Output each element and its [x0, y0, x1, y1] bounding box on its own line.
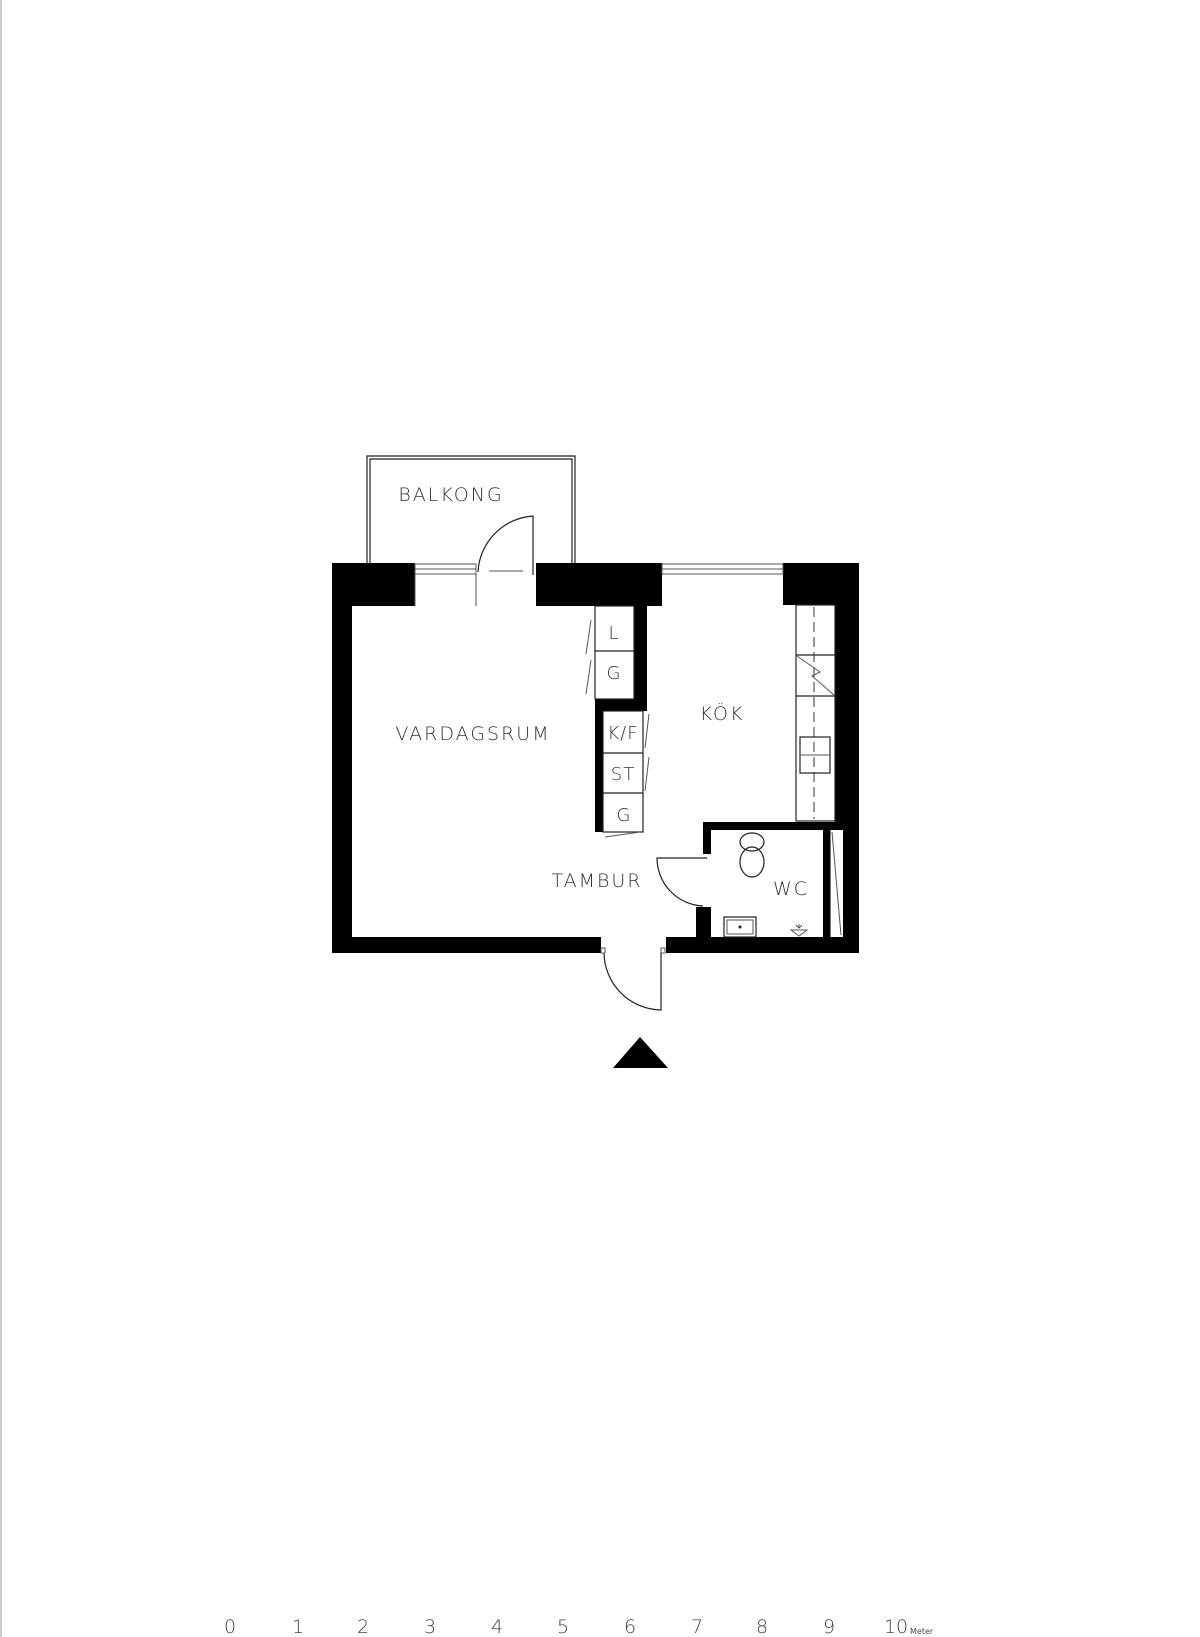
scale-tick: 9: [823, 1616, 835, 1637]
scale-tick: 2: [357, 1616, 369, 1637]
label-wc: WC: [773, 878, 809, 900]
toilet-bowl: [739, 846, 765, 878]
scale-tick: 1: [292, 1616, 304, 1637]
scale-tick: 5: [557, 1616, 569, 1637]
scale-tick: 10: [884, 1616, 908, 1637]
shaft-line: [831, 831, 842, 936]
wc-sink: [723, 916, 757, 938]
label-closet-kf: K/F: [607, 723, 638, 744]
label-closet-st: ST: [611, 764, 635, 785]
balcony-door[interactable]: [477, 515, 534, 575]
wc-fixtures: [723, 832, 809, 938]
window-living: [414, 563, 477, 606]
balcony-outline: [366, 455, 576, 563]
floor-drain-icon: [789, 924, 809, 937]
toilet-tank: [739, 832, 765, 852]
scale-bar: 0 1 2 3 4 5 6 7 8 9 10 Meter: [224, 1616, 934, 1637]
scale-tick: 8: [756, 1616, 768, 1637]
scale-unit: Meter: [910, 1627, 934, 1636]
scale-tick: 7: [691, 1616, 703, 1637]
closets-living: [585, 605, 650, 838]
label-closet-g1: G: [607, 663, 622, 684]
entrance-door[interactable]: [600, 947, 666, 1011]
label-hall: TAMBUR: [551, 870, 642, 892]
scale-tick: 0: [224, 1616, 236, 1637]
label-balcony: BALKONG: [398, 484, 503, 506]
label-closet-l: L: [608, 623, 619, 644]
label-closet-g2: G: [617, 805, 632, 826]
entrance-arrow-icon: [613, 1037, 668, 1068]
kitchen-counter: [795, 604, 836, 822]
label-kitchen: KÖK: [700, 702, 745, 725]
scale-tick: 3: [424, 1616, 436, 1637]
scale-tick: 4: [491, 1616, 503, 1637]
label-living-room: VARDAGSRUM: [395, 723, 550, 745]
wc-door[interactable]: [656, 857, 707, 907]
scale-tick: 6: [624, 1616, 636, 1637]
window-kitchen: [661, 563, 784, 575]
